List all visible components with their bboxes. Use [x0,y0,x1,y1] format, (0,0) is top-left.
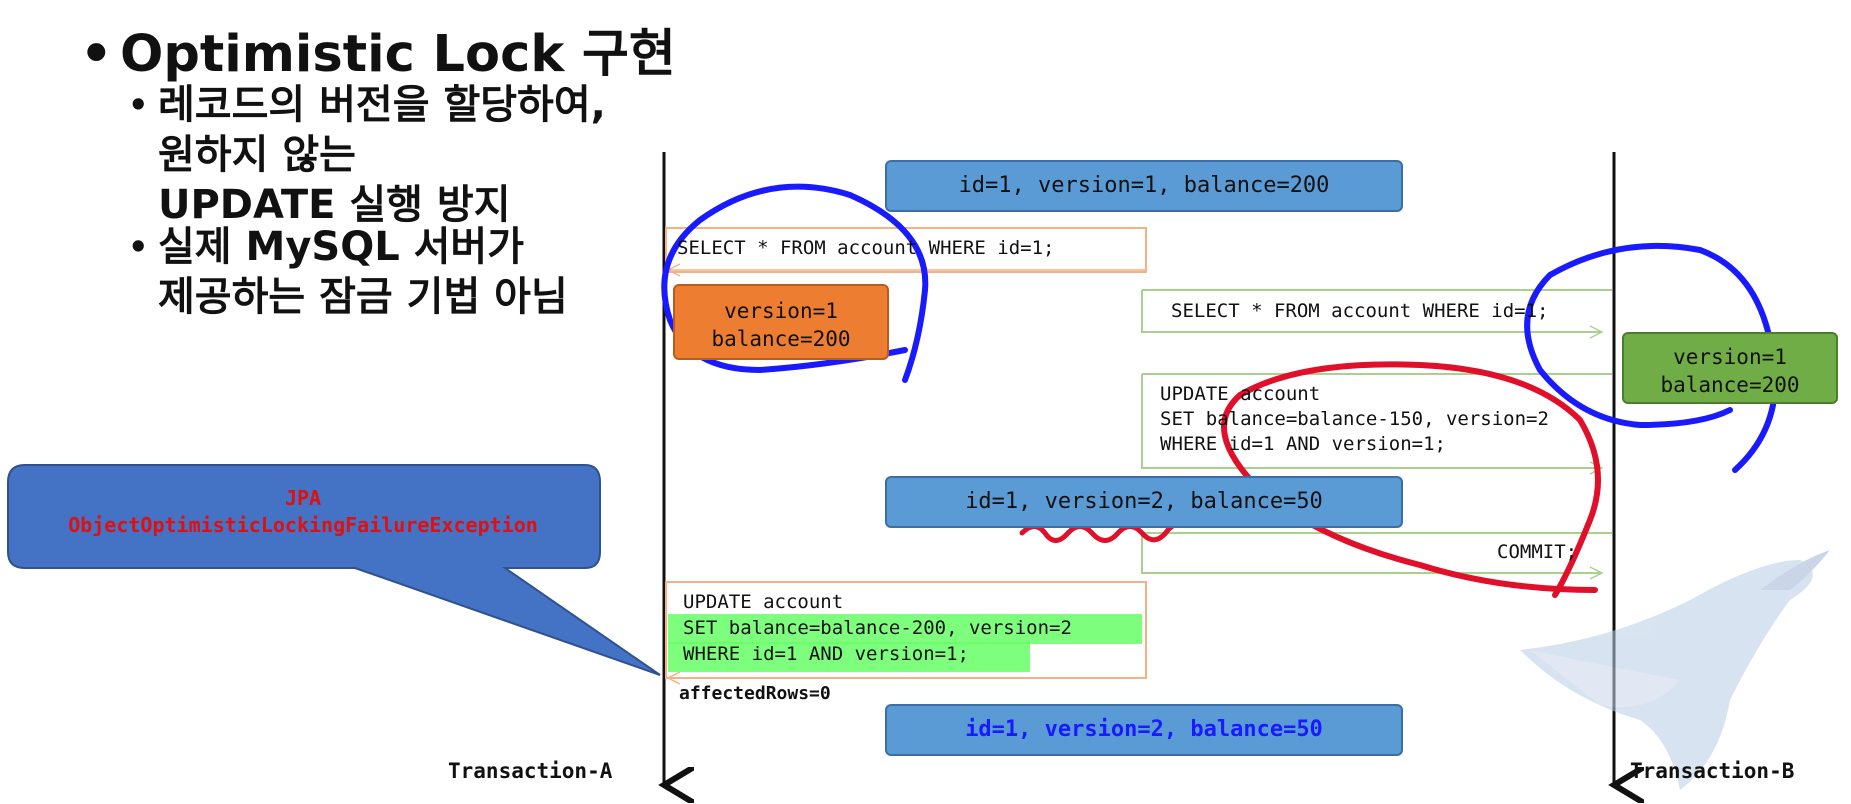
state-box-bottom: id=1, version=2, balance=50 [885,704,1403,756]
select-a-sql: SELECT * FROM account WHERE id=1; [677,237,1055,259]
update-a-line2: SET balance=balance-200, version=2 [683,617,1072,639]
callout-line1: JPA [284,486,322,510]
select-a-frame [665,227,1147,273]
bullet-dot-icon: • [128,228,149,266]
highlight-line2 [668,614,1142,644]
bullet-dot-icon: • [128,86,149,124]
sub-bullet-1-text: 레코드의 버전을 할당하여, 원하지 않는 UPDATE 실행 방지 [158,82,606,228]
update-a-line1: UPDATE account [683,591,844,613]
select-b-frame [1141,289,1612,333]
highlight-line3 [668,642,1030,672]
state-box-mid: id=1, version=2, balance=50 [885,476,1403,528]
sub-bullet-2: •실제 MySQL 서버가 제공하는 잠금 기법 아님 [128,222,568,322]
affected-rows: affectedRows=0 [679,683,831,704]
result-b-box: version=1 balance=200 [1622,332,1838,404]
blue-ink-circle-a [661,183,929,383]
sub-bullet-1: •레코드의 버전을 할당하여, 원하지 않는 UPDATE 실행 방지 [128,80,606,230]
transaction-a-label: Transaction-A [448,759,613,783]
result-a-box: version=1 balance=200 [673,284,889,360]
callout-balloon [7,464,661,676]
state-box-top: id=1, version=1, balance=200 [885,160,1403,212]
update-b-sql: UPDATE account SET balance=balance-150, … [1160,383,1549,455]
bird-watermark [1520,550,1830,790]
update-b-frame [1141,373,1612,469]
commit-b-sql: COMMIT; [1497,541,1578,563]
main-bullet: •Optimistic Lock 구현 [80,12,676,86]
callout-text: JPA ObjectOptimisticLockingFailureExcept… [8,485,598,539]
sub-bullet-2-text: 실제 MySQL 서버가 제공하는 잠금 기법 아님 [158,224,568,320]
bullet-dot-icon: • [80,25,113,84]
callout-line2: ObjectOptimisticLockingFailureException [68,513,538,537]
select-b-sql: SELECT * FROM account WHERE id=1; [1171,300,1549,322]
update-a-line3: WHERE id=1 AND version=1; [683,643,969,665]
red-ink-circle [1221,361,1601,598]
transaction-b-label: Transaction-B [1630,759,1795,783]
main-bullet-text: Optimistic Lock 구현 [120,25,676,84]
red-ink-underline [1019,518,1193,543]
